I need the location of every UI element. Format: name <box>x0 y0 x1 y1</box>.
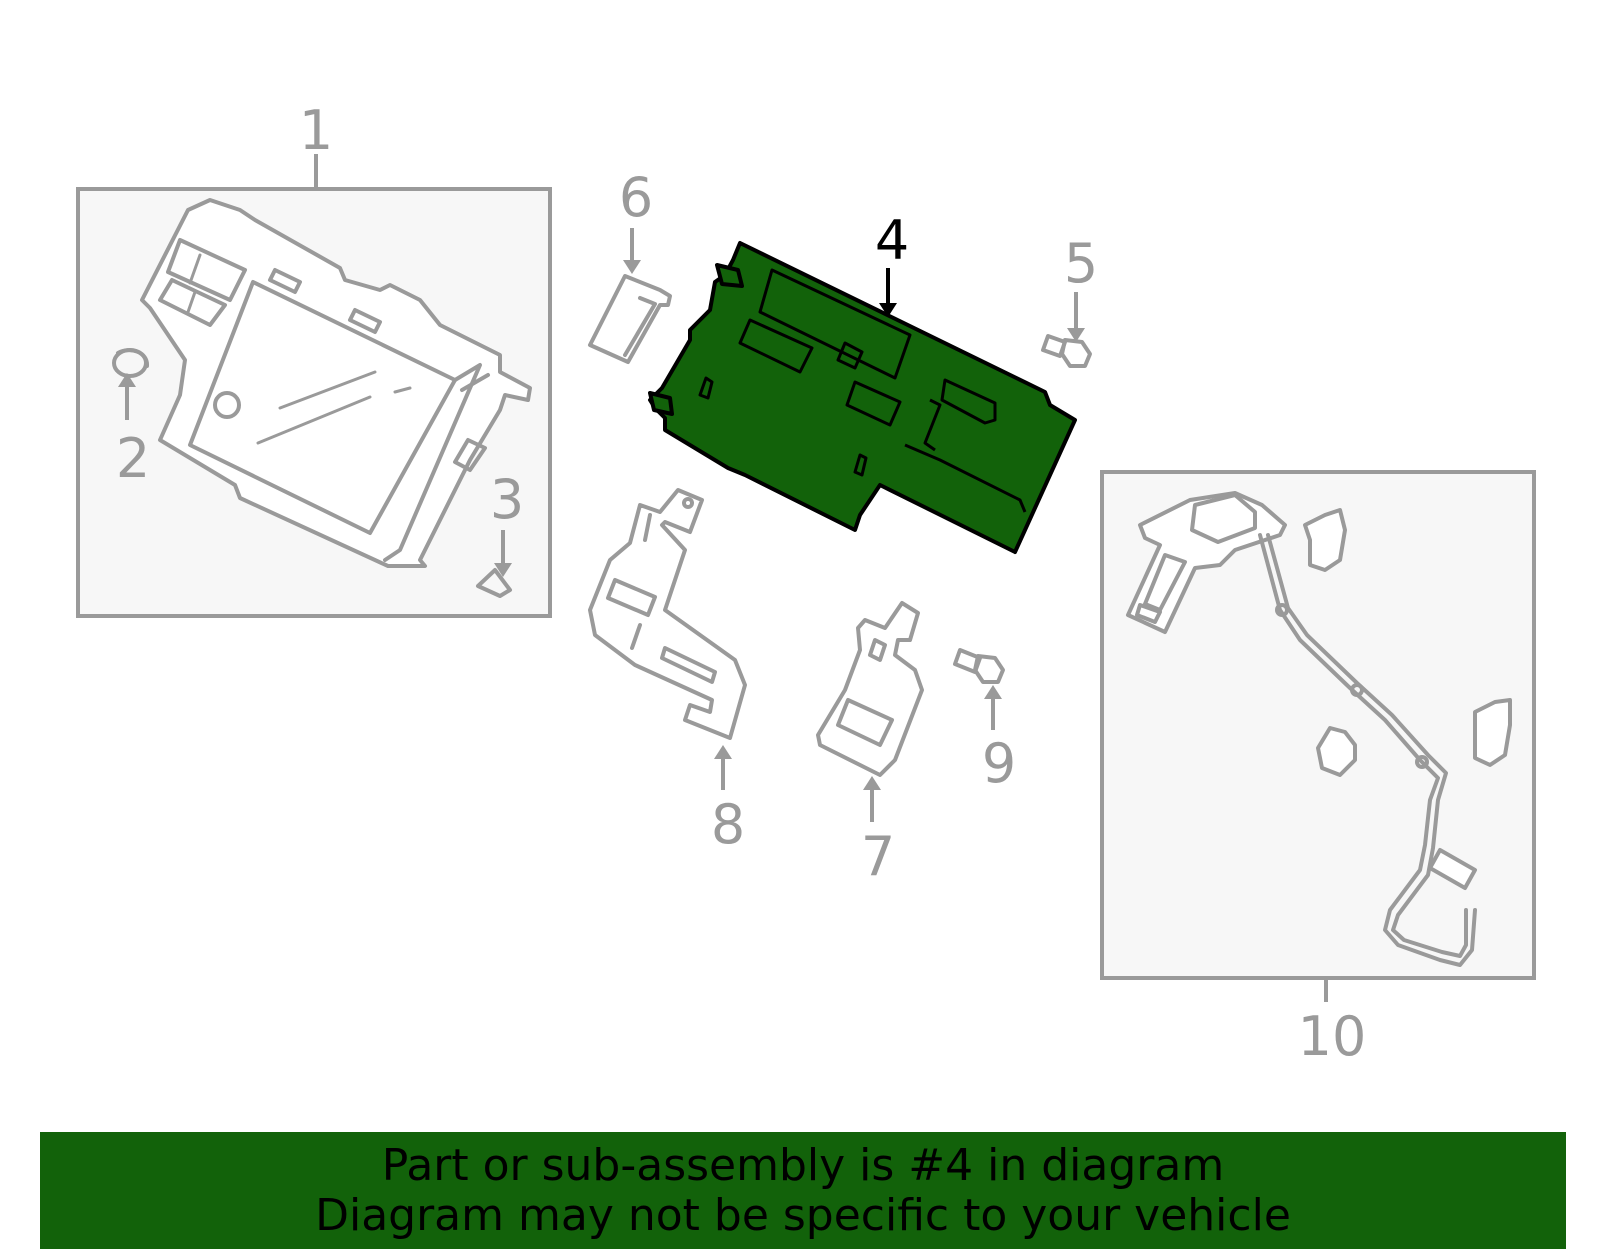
part-9-bolt[interactable]: 9 <box>953 648 1016 795</box>
callout-4: 4 <box>875 209 909 272</box>
callout-10: 10 <box>1298 1005 1367 1068</box>
part-3-clip[interactable]: 3 <box>476 468 524 598</box>
callout-1: 1 <box>299 99 333 162</box>
banner-line-2: Diagram may not be specific to your vehi… <box>315 1189 1291 1241</box>
cable-assembly-drawing <box>1126 491 1512 967</box>
callout-7: 7 <box>861 825 895 888</box>
callout-8: 8 <box>711 793 745 856</box>
part-7-bracket[interactable]: 7 <box>816 601 924 888</box>
part-4-control-module[interactable]: 4 <box>648 209 1077 554</box>
callout-2: 2 <box>116 427 150 490</box>
banner-line-1: Part or sub-assembly is #4 in diagram <box>381 1139 1225 1191</box>
callout-9: 9 <box>982 732 1016 795</box>
callout-3: 3 <box>490 468 524 531</box>
part-10-cable-assembly[interactable]: 10 <box>1100 470 1536 1068</box>
callout-5: 5 <box>1064 232 1098 295</box>
part-5-bolt[interactable]: 5 <box>1041 232 1098 368</box>
part-1-display-assembly[interactable]: 1 <box>76 99 552 618</box>
part-2-cap[interactable]: 2 <box>112 348 150 490</box>
callout-6: 6 <box>619 166 653 229</box>
display-unit-drawing <box>140 198 532 568</box>
part-6-bracket[interactable]: 6 <box>588 166 672 364</box>
info-banner: Part or sub-assembly is #4 in diagram Di… <box>40 1132 1566 1249</box>
part-8-bracket[interactable]: 8 <box>588 488 747 856</box>
